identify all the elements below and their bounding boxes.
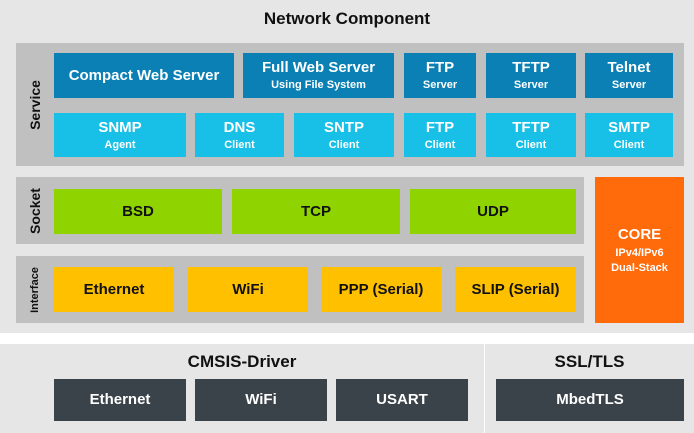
core-line2: IPv4/IPv6 — [615, 246, 664, 259]
tftp-server-title: TFTP — [512, 59, 550, 77]
interface-label: Interface — [29, 266, 42, 313]
tftp-server-sub: Server — [513, 79, 549, 92]
tcp-label: TCP — [301, 202, 331, 220]
network-component-title: Network Component — [263, 9, 431, 28]
ftp-server-box: FTP Server — [404, 53, 476, 98]
smtp-client-sub: Client — [613, 138, 645, 151]
cmsis-wifi-box: WiFi — [195, 379, 327, 421]
service-label: Service — [27, 79, 44, 130]
interface-wifi-label: WiFi — [232, 280, 264, 298]
mbedtls-box: MbedTLS — [496, 379, 684, 421]
ppp-serial-label: PPP (Serial) — [338, 280, 424, 298]
udp-label: UDP — [477, 202, 509, 220]
dns-client-sub: Client — [224, 138, 255, 151]
ppp-serial-box: PPP (Serial) — [321, 267, 441, 312]
sntp-client-sub: Client — [328, 138, 360, 151]
full-web-server-sub: Using File System — [271, 79, 366, 92]
sntp-client-title: SNTP — [323, 118, 364, 136]
tftp-client-box: TFTP Client — [486, 113, 576, 157]
bsd-label: BSD — [122, 202, 154, 220]
slip-serial-box: SLIP (Serial) — [455, 267, 576, 312]
slip-serial-label: SLIP (Serial) — [471, 280, 560, 298]
interface-ethernet-box: Ethernet — [54, 267, 174, 312]
core-line3: Dual-Stack — [611, 261, 668, 274]
snmp-agent-box: SNMP Agent — [54, 113, 186, 157]
core-title: CORE — [617, 225, 662, 243]
telnet-server-title: Telnet — [607, 59, 651, 77]
tftp-server-box: TFTP Server — [486, 53, 576, 98]
mbedtls-label: MbedTLS — [556, 391, 624, 409]
compact-web-server-box: Compact Web Server — [54, 53, 234, 98]
sntp-client-box: SNTP Client — [294, 113, 394, 157]
telnet-server-box: Telnet Server — [585, 53, 673, 98]
dns-client-box: DNS Client — [195, 113, 284, 157]
interface-wifi-box: WiFi — [188, 267, 308, 312]
ssl-tls-title: SSL/TLS — [554, 352, 625, 371]
compact-web-server-title: Compact Web Server — [68, 66, 220, 84]
interface-ethernet-label: Ethernet — [83, 280, 145, 298]
snmp-agent-sub: Agent — [104, 138, 136, 151]
cmsis-ethernet-box: Ethernet — [54, 379, 186, 421]
tftp-client-sub: Client — [515, 138, 547, 151]
cmsis-wifi-label: WiFi — [245, 391, 277, 409]
telnet-server-sub: Server — [611, 79, 647, 92]
dns-client-title: DNS — [223, 118, 256, 136]
cmsis-ethernet-label: Ethernet — [89, 391, 151, 409]
full-web-server-title: Full Web Server — [261, 59, 376, 77]
ftp-server-sub: Server — [422, 79, 458, 92]
socket-label: Socket — [27, 187, 44, 234]
ftp-client-box: FTP Client — [404, 113, 476, 157]
full-web-server-box: Full Web Server Using File System — [243, 53, 394, 98]
ftp-server-title: FTP — [425, 59, 455, 77]
cmsis-usart-box: USART — [336, 379, 468, 421]
cmsis-usart-label: USART — [376, 391, 428, 409]
smtp-client-box: SMTP Client — [585, 113, 673, 157]
tftp-client-title: TFTP — [512, 118, 550, 136]
udp-box: UDP — [410, 189, 576, 234]
snmp-agent-title: SNMP — [98, 118, 142, 136]
tcp-box: TCP — [232, 189, 400, 234]
core-box: CORE IPv4/IPv6 Dual-Stack — [595, 177, 684, 323]
cmsis-driver-title: CMSIS-Driver — [187, 352, 297, 371]
bsd-box: BSD — [54, 189, 222, 234]
ftp-client-sub: Client — [424, 138, 456, 151]
ftp-client-title: FTP — [425, 118, 455, 136]
smtp-client-title: SMTP — [608, 118, 650, 136]
